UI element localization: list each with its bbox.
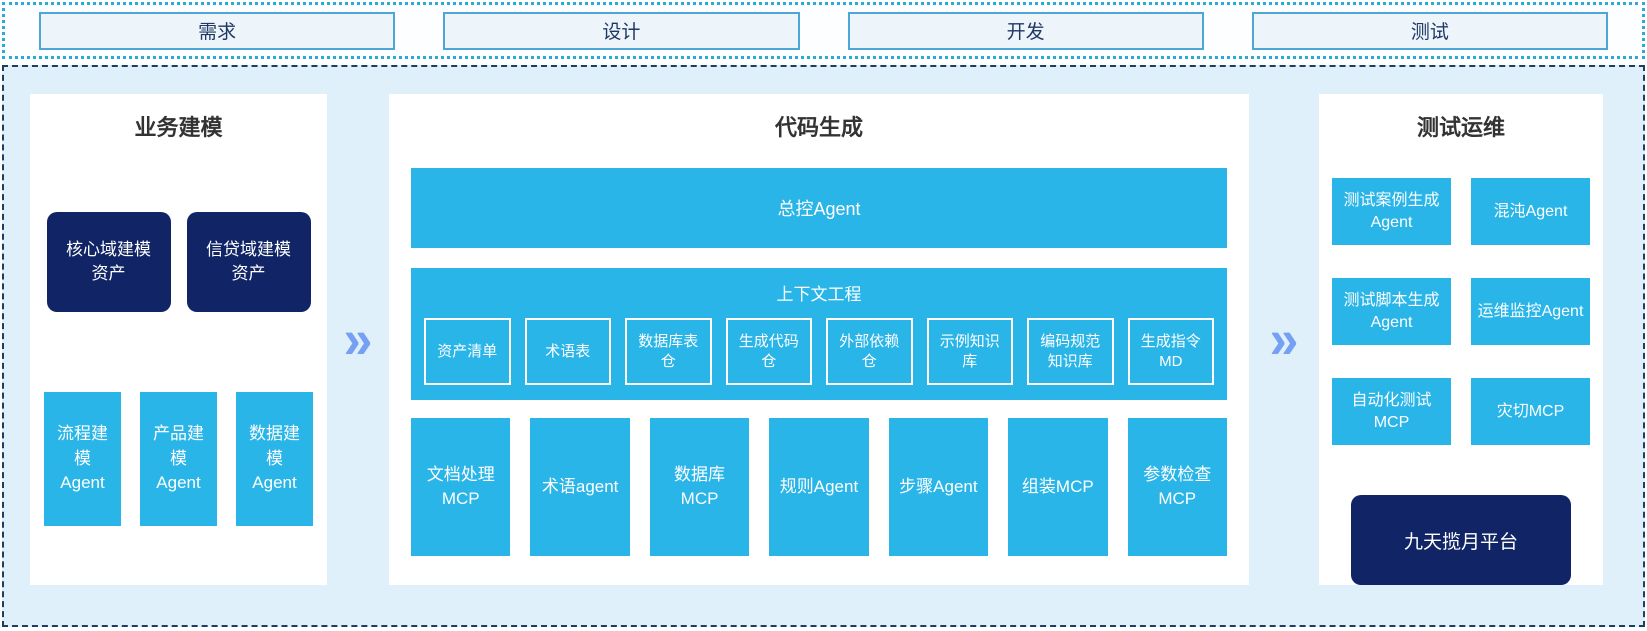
- phase-label: 设计: [602, 22, 641, 43]
- platform-label: 九天揽月平台: [1403, 531, 1518, 553]
- tool-label: 规则Agent: [779, 477, 859, 497]
- business-agent-row: 流程建模Agent 产品建模Agent 数据建模Agent: [44, 392, 313, 526]
- ops-grid: 测试案例生成Agent 混沌Agent 测试脚本生成Agent 运维监控Agen…: [1332, 178, 1590, 445]
- process-modeling-agent-box: 流程建模Agent: [44, 392, 121, 526]
- context-engineering-title: 上下文工程: [776, 285, 862, 304]
- disaster-switch-mcp-box: 灾切MCP: [1471, 378, 1590, 445]
- ctx-label: 生成指令MD: [1140, 333, 1201, 370]
- agent-label: 产品建模Agent: [153, 424, 204, 493]
- panel-title-code-generation: 代码生成: [774, 115, 863, 140]
- panel-code-generation: 代码生成 总控Agent 上下文工程 资产清单 术语表 数据库表仓 生成代码仓 …: [389, 94, 1249, 585]
- phase-label: 测试: [1410, 22, 1449, 43]
- step-agent-box: 步骤Agent: [888, 418, 989, 556]
- phase-strip: 需求 设计 开发 测试: [2, 2, 1645, 59]
- agent-label: 数据建模Agent: [249, 424, 300, 493]
- data-modeling-agent-box: 数据建模Agent: [236, 392, 313, 526]
- panel-test-ops: 测试运维 测试案例生成Agent 混沌Agent 测试脚本生成Agent 运维监…: [1319, 94, 1603, 585]
- panel-title-business-modeling: 业务建模: [134, 115, 223, 140]
- ops-label: 运维监控Agent: [1477, 302, 1584, 320]
- tools-row: 文档处理MCP 术语agent 数据库MCP 规则Agent 步骤Agent 组…: [411, 418, 1227, 556]
- context-engineering-block: 上下文工程 资产清单 术语表 数据库表仓 生成代码仓 外部依赖仓 示例知识库 编…: [411, 268, 1227, 400]
- phase-label: 需求: [198, 22, 237, 43]
- generated-code-repo-box: 生成代码仓: [725, 318, 812, 385]
- asset-list-box: 资产清单: [424, 318, 511, 385]
- core-domain-asset-box: 核心域建模资产: [46, 212, 171, 312]
- phase-box-development: 开发: [847, 11, 1204, 50]
- test-script-gen-agent-box: 测试脚本生成Agent: [1332, 278, 1451, 345]
- flow-arrow-right: »: [1249, 94, 1319, 585]
- auto-test-mcp-box: 自动化测试MCP: [1332, 378, 1451, 445]
- ctx-label: 外部依赖仓: [839, 333, 900, 370]
- double-chevron-icon: »: [343, 309, 373, 370]
- test-case-gen-agent-box: 测试案例生成Agent: [1332, 178, 1451, 245]
- asset-label: 信贷域建模资产: [206, 240, 291, 283]
- ctx-label: 资产清单: [437, 342, 498, 360]
- tool-label: 参数检查MCP: [1143, 465, 1212, 508]
- generate-instruction-md-box: 生成指令MD: [1127, 318, 1214, 385]
- double-chevron-icon: »: [1269, 309, 1299, 370]
- chaos-agent-box: 混沌Agent: [1471, 178, 1590, 245]
- example-knowledge-base-box: 示例知识库: [926, 318, 1013, 385]
- ops-label: 测试脚本生成Agent: [1343, 291, 1440, 331]
- rule-agent-box: 规则Agent: [769, 418, 869, 556]
- credit-domain-asset-box: 信贷域建模资产: [186, 212, 311, 312]
- ops-label: 自动化测试MCP: [1351, 391, 1432, 431]
- agent-label: 流程建模Agent: [57, 424, 108, 493]
- tool-label: 组装MCP: [1021, 477, 1094, 497]
- master-agent-label: 总控Agent: [777, 199, 861, 219]
- master-agent-bar: 总控Agent: [411, 168, 1227, 248]
- ctx-label: 编码规范知识库: [1040, 333, 1101, 370]
- ctx-label: 术语表: [545, 342, 591, 360]
- asset-row: 核心域建模资产 信贷域建模资产: [44, 212, 313, 312]
- ctx-label: 示例知识库: [939, 333, 1000, 370]
- asset-label: 核心域建模资产: [66, 240, 151, 283]
- ops-monitor-agent-box: 运维监控Agent: [1471, 278, 1590, 345]
- flow-arrow-left: »: [327, 94, 389, 585]
- db-table-repo-box: 数据库表仓: [625, 318, 712, 385]
- assembly-mcp-box: 组装MCP: [1008, 418, 1108, 556]
- glossary-agent-box: 术语agent: [530, 418, 630, 556]
- coding-standard-kb-box: 编码规范知识库: [1027, 318, 1114, 385]
- jiutian-lanyue-platform-box: 九天揽月平台: [1351, 495, 1571, 585]
- tool-label: 术语agent: [541, 477, 619, 497]
- ctx-label: 数据库表仓: [638, 333, 699, 370]
- doc-processing-mcp-box: 文档处理MCP: [411, 418, 511, 556]
- ctx-label: 生成代码仓: [738, 333, 799, 370]
- ops-label: 测试案例生成Agent: [1343, 191, 1440, 231]
- tool-label: 步骤Agent: [899, 477, 978, 497]
- tool-label: 数据库MCP: [674, 465, 726, 508]
- param-check-mcp-box: 参数检查MCP: [1127, 418, 1227, 556]
- ops-label: 混沌Agent: [1493, 202, 1568, 220]
- context-row: 资产清单 术语表 数据库表仓 生成代码仓 外部依赖仓 示例知识库 编码规范知识库…: [424, 318, 1214, 385]
- external-dependency-repo-box: 外部依赖仓: [826, 318, 913, 385]
- ops-label: 灾切MCP: [1496, 402, 1565, 420]
- phase-box-testing: 测试: [1251, 11, 1608, 50]
- database-mcp-box: 数据库MCP: [649, 418, 750, 556]
- tool-label: 文档处理MCP: [426, 465, 495, 508]
- product-modeling-agent-box: 产品建模Agent: [140, 392, 217, 526]
- phase-label: 开发: [1006, 22, 1045, 43]
- main-canvas: 业务建模 核心域建模资产 信贷域建模资产 流程建模Agent 产品建模Agent…: [2, 65, 1645, 627]
- glossary-box: 术语表: [524, 318, 611, 385]
- panel-title-test-ops: 测试运维: [1416, 115, 1505, 140]
- phase-box-requirements: 需求: [39, 11, 396, 50]
- panel-business-modeling: 业务建模 核心域建模资产 信贷域建模资产 流程建模Agent 产品建模Agent…: [30, 94, 327, 585]
- phase-box-design: 设计: [443, 11, 800, 50]
